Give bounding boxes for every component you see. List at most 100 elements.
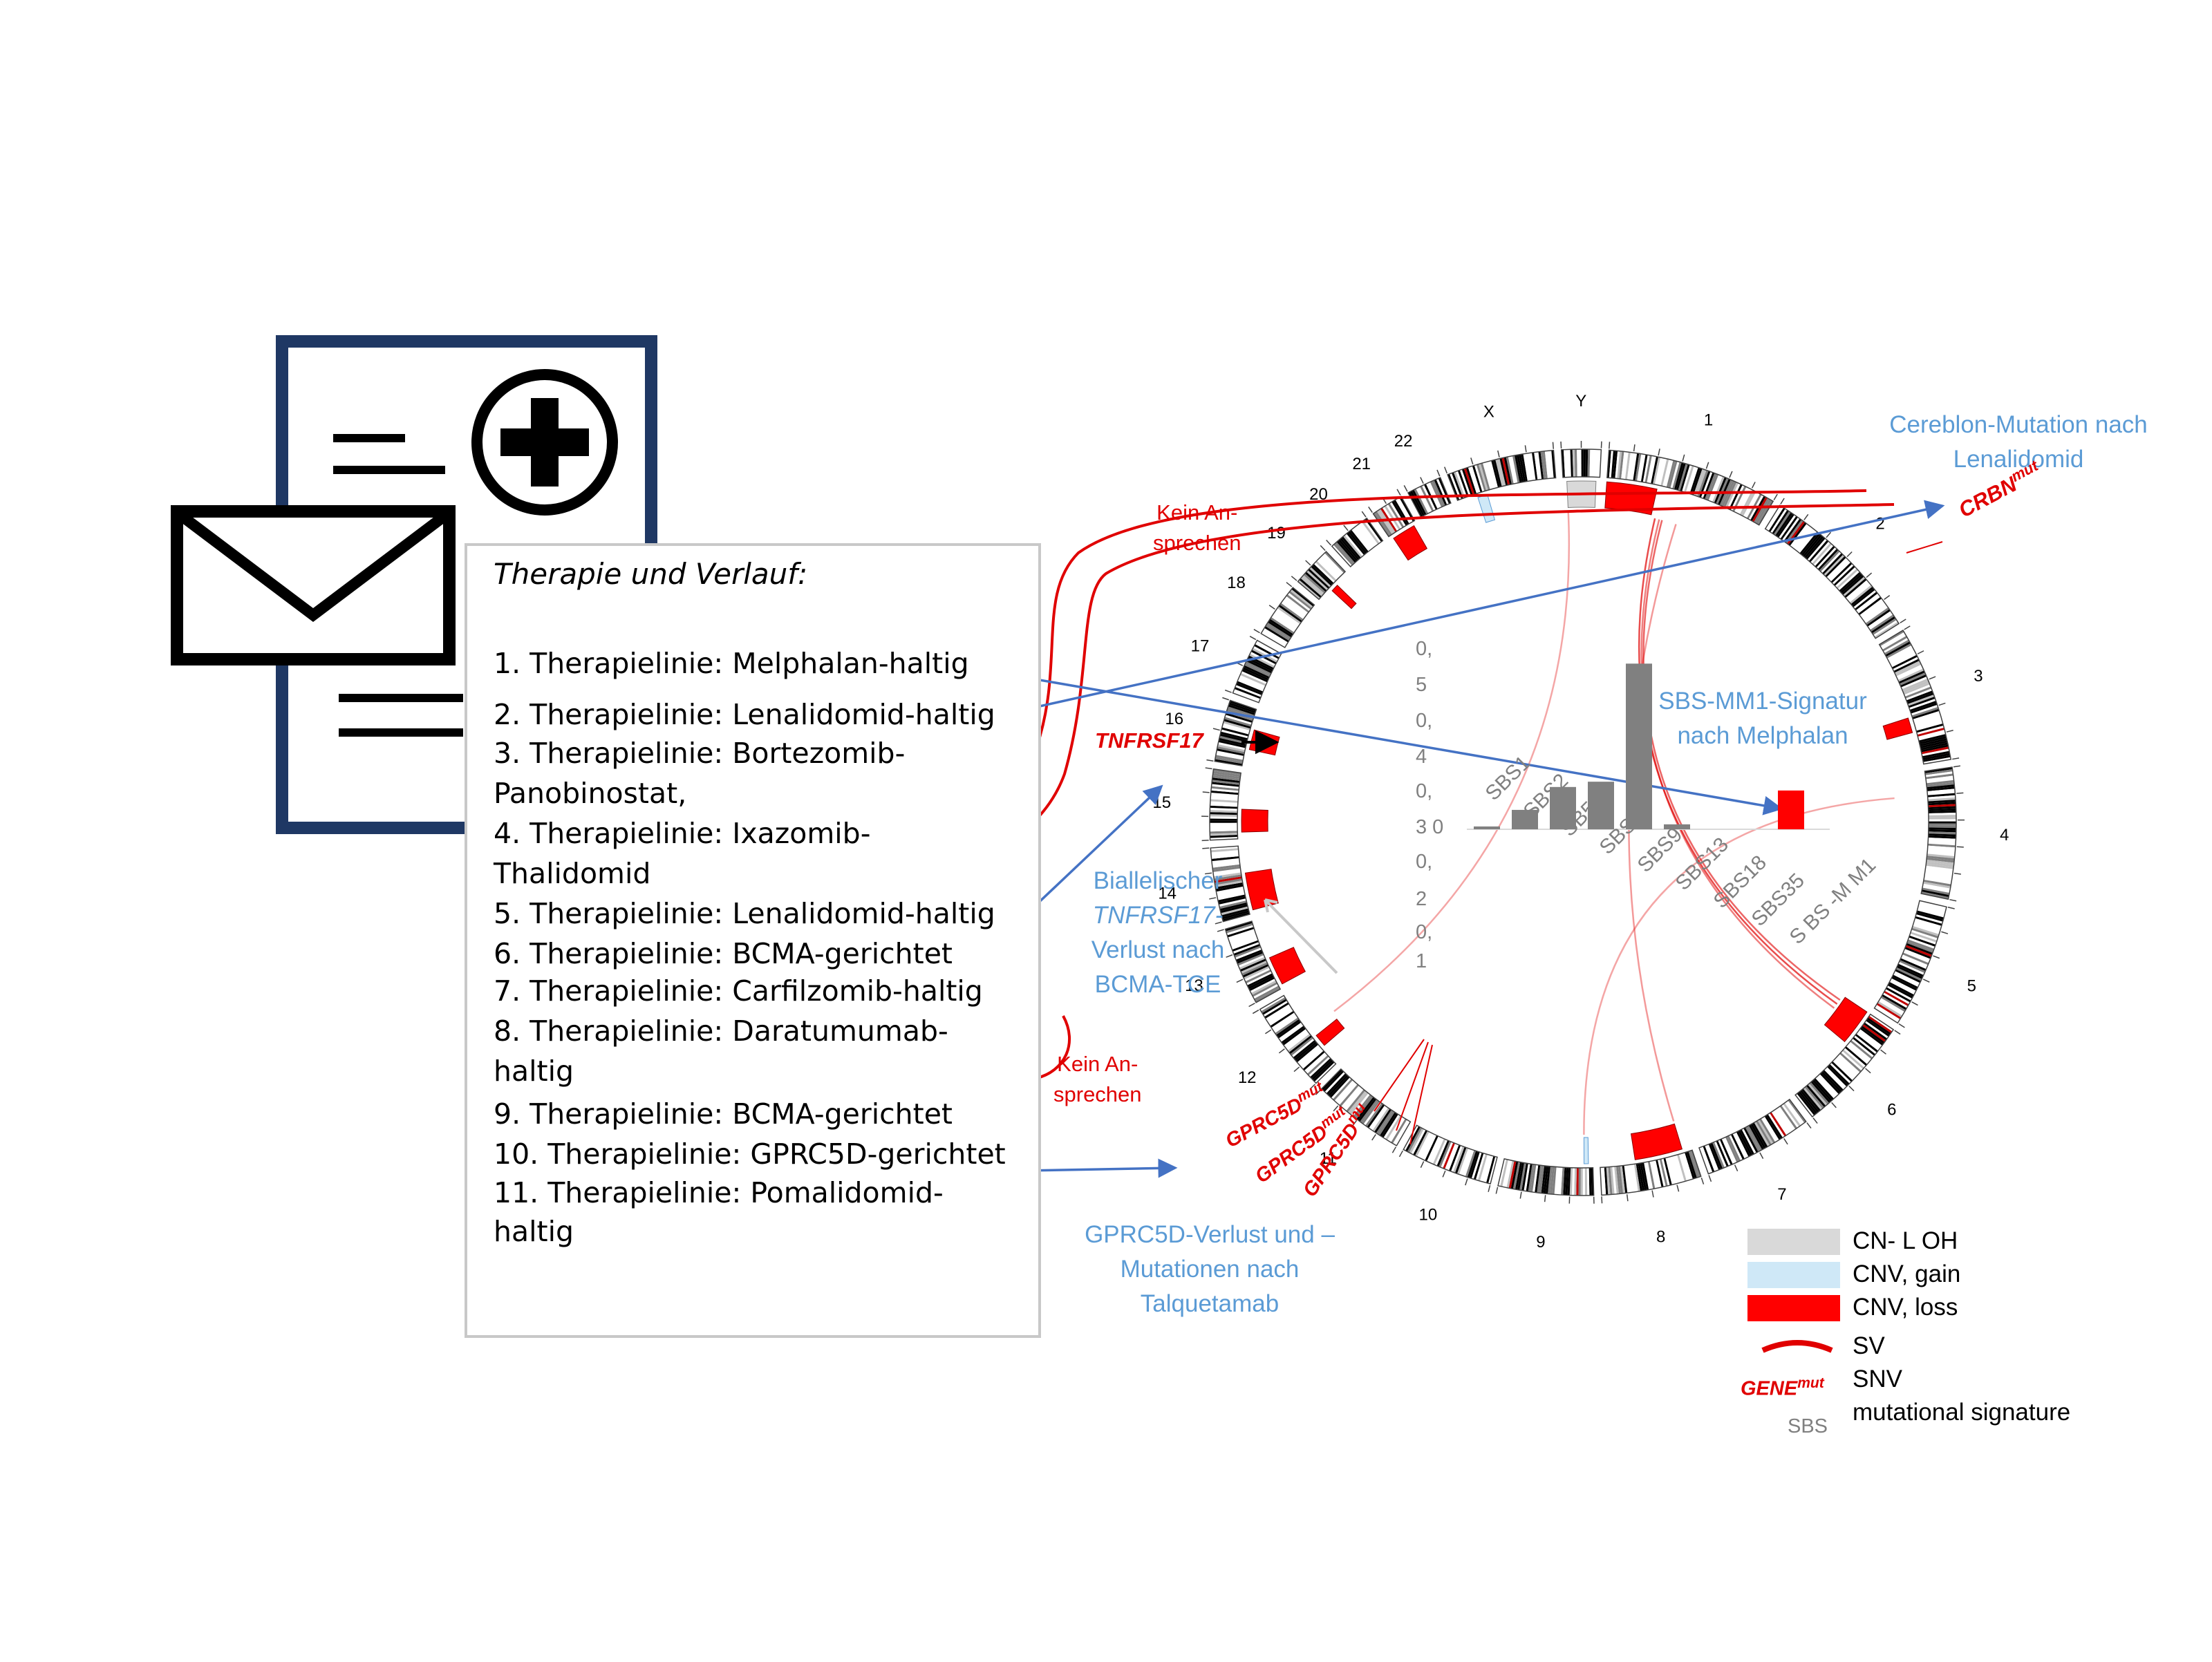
chromosome-label: 9 xyxy=(1536,1233,1545,1252)
legend-swatch-gain xyxy=(1747,1262,1840,1288)
chromosome-label: 10 xyxy=(1419,1205,1438,1224)
ideogram-band xyxy=(1210,818,1237,820)
ideogram-tick xyxy=(1652,1191,1653,1198)
ideogram-tick xyxy=(1939,703,1945,705)
ideogram-band xyxy=(1929,826,1956,829)
ideogram-tick xyxy=(1866,1068,1871,1073)
ideogram-tick xyxy=(1279,1049,1284,1053)
ideogram-tick xyxy=(1634,444,1635,451)
legend-swatch-loss xyxy=(1747,1295,1840,1321)
chart-bar xyxy=(1664,824,1690,829)
ideogram-tick xyxy=(1895,1030,1900,1035)
ideogram-tick xyxy=(1609,442,1610,448)
therapy-line: 3. Therapielinie: Bortezomib- xyxy=(494,739,905,768)
ideogram-band xyxy=(1578,1168,1580,1196)
ideogram-tick xyxy=(1286,583,1292,587)
ideogram-tick xyxy=(1206,760,1213,762)
legend-marker-sbs: SBS xyxy=(1788,1415,1828,1438)
therapy-line: 11. Therapielinie: Pomalidomid- xyxy=(494,1179,944,1207)
ideogram-tick xyxy=(1683,455,1685,462)
therapy-line: Panobinostat, xyxy=(494,780,686,808)
ideogram-tick xyxy=(1471,457,1473,464)
ideogram-tick xyxy=(1923,979,1929,982)
ideogram-tick xyxy=(1404,485,1407,491)
ideogram-tick xyxy=(1488,1185,1490,1192)
ideogram-band xyxy=(1210,821,1237,823)
ideogram-tick xyxy=(1445,467,1447,473)
ideogram-tick xyxy=(1344,525,1348,531)
ideogram-tick xyxy=(1269,605,1275,610)
ideogram-tick xyxy=(1520,1192,1521,1199)
ideogram-band xyxy=(1579,449,1581,477)
legend-label-gain: CNV, gain xyxy=(1853,1260,1960,1288)
ideogram-band xyxy=(1585,1168,1587,1196)
ideogram-tick xyxy=(1929,677,1936,679)
ideogram-tick xyxy=(1784,1138,1788,1144)
ideogram-band xyxy=(1583,1168,1585,1196)
chromosome-label: 16 xyxy=(1165,710,1183,728)
chromosome-label: 17 xyxy=(1191,637,1210,656)
ideogram-tick xyxy=(1392,1147,1396,1153)
gprc5d-loss-annotation: GPRC5D-Verlust und – Mutationen nach Tal… xyxy=(1051,1218,1369,1321)
ideogram-tick xyxy=(1730,471,1732,478)
chromosome-label: 6 xyxy=(1887,1100,1896,1119)
legend-swatch-cnloh xyxy=(1747,1229,1840,1255)
ideogram-tick xyxy=(1866,573,1872,578)
ideogram-tick xyxy=(1804,514,1808,520)
cnv-block xyxy=(1394,526,1427,560)
ideogram-tick xyxy=(1735,1165,1738,1171)
chromosome-label: 7 xyxy=(1777,1185,1786,1204)
chromosome-label: 8 xyxy=(1656,1228,1665,1247)
chart-tick-label: 1 xyxy=(1416,950,1427,972)
therapy-line: 6. Therapielinie: BCMA-gerichtet xyxy=(494,940,953,968)
arrow-to-gprc5d xyxy=(1024,1168,1175,1171)
ideogram-tick xyxy=(1265,1030,1271,1034)
chromosome-label: 12 xyxy=(1238,1068,1257,1087)
therapy-line: haltig xyxy=(494,1218,574,1246)
ideogram-tick xyxy=(1250,636,1256,640)
sv-arc xyxy=(1334,511,1569,1012)
sbs-mm1-annotation: SBS-MM1-Signatur nach Melphalan xyxy=(1645,684,1880,753)
ideogram-band xyxy=(1210,823,1237,825)
ideogram-band xyxy=(1581,1168,1583,1196)
chart-tick-label: 2 xyxy=(1416,888,1427,910)
chart-tick-label: 0, xyxy=(1416,780,1432,802)
no-response-label-top: Kein An- sprechen xyxy=(1153,498,1241,558)
cnv-block xyxy=(1478,495,1494,522)
ideogram-tick xyxy=(1362,511,1366,517)
ideogram-tick xyxy=(1952,758,1959,759)
therapy-line: 5. Therapielinie: Lenalidomid-haltig xyxy=(494,900,995,928)
ideogram-tick xyxy=(1203,792,1210,793)
ideogram-band xyxy=(1929,822,1956,824)
chromosome-label: Y xyxy=(1575,392,1586,410)
ideogram-tick xyxy=(1813,1118,1817,1124)
chart-tick-label: 5 xyxy=(1416,674,1427,696)
ideogram-tick xyxy=(1933,956,1939,959)
therapy-line: 7. Therapielinie: Carfilzomib-haltig xyxy=(494,977,983,1005)
ideogram-tick xyxy=(1222,697,1228,699)
ideogram-tick xyxy=(1706,462,1708,469)
ideogram-tick xyxy=(1832,1102,1837,1107)
ideogram-tick xyxy=(1421,478,1423,484)
ideogram-tick xyxy=(1249,1003,1255,1007)
ideogram-tick xyxy=(1254,630,1260,633)
legend-label-signature: mutational signature xyxy=(1853,1399,2070,1426)
therapy-line: 10. Therapielinie: GPRC5D-gerichtet xyxy=(494,1140,1006,1169)
chromosome-label: 19 xyxy=(1267,524,1286,542)
ideogram-band xyxy=(1582,449,1584,477)
chart-category-label: SBS9 xyxy=(1633,823,1687,877)
ideogram-tick xyxy=(1900,619,1906,623)
therapy-line: 2. Therapielinie: Lenalidomid-haltig xyxy=(494,701,995,729)
ideogram-tick xyxy=(1918,651,1924,654)
ideogram-tick xyxy=(1213,728,1220,730)
ideogram-band xyxy=(1584,449,1586,477)
ideogram-tick xyxy=(1253,1010,1259,1014)
ideogram-tick xyxy=(1709,1175,1711,1181)
legend-label-sv: SV xyxy=(1853,1332,1885,1360)
therapy-title: Therapie und Verlauf: xyxy=(494,557,807,591)
ideogram-tick xyxy=(1627,1194,1628,1201)
ideogram-tick xyxy=(1904,626,1911,630)
ideogram-band xyxy=(1210,825,1237,827)
ideogram-tick xyxy=(1320,545,1325,550)
ideogram-tick xyxy=(1437,470,1440,476)
